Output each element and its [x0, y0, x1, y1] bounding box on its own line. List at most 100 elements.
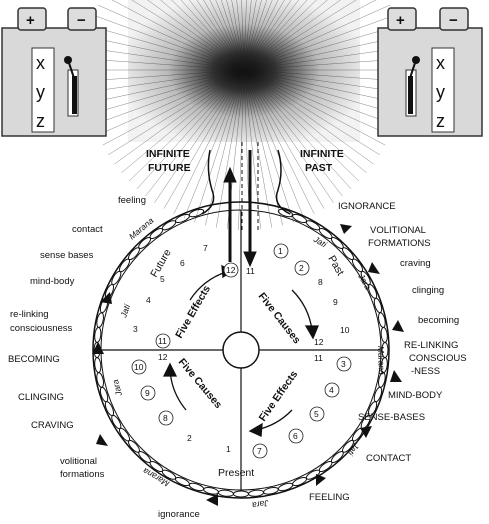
label-ignorance-upper: IGNORANCE — [338, 201, 396, 212]
starburst-ray — [131, 0, 245, 71]
label-ness-upper: -NESS — [411, 366, 440, 377]
starburst-ray — [243, 25, 398, 71]
starburst-ray — [85, 69, 245, 93]
num-12-left: 12 — [158, 352, 168, 362]
chain-link — [380, 326, 388, 343]
starburst-ray — [243, 69, 403, 93]
chain-link — [233, 490, 249, 498]
starburst-ray — [215, 0, 245, 71]
num-11-right: 11 — [314, 353, 323, 363]
starburst-ray — [102, 69, 245, 146]
starburst-ray — [231, 0, 245, 71]
num-10-circled: 10 — [134, 362, 144, 372]
chain-link — [99, 386, 109, 403]
starburst-ray — [243, 0, 300, 71]
starburst-ray — [243, 0, 341, 71]
minus-terminal-label: − — [77, 12, 86, 29]
battery-left: + − x y z — [1, 7, 107, 137]
chain-link — [277, 208, 294, 218]
num-2-circled: 2 — [299, 263, 304, 273]
starburst-ray — [243, 0, 257, 71]
ring-word-jati-left: Jati — [118, 302, 132, 320]
starburst-ray — [84, 69, 245, 82]
outer-arrows — [92, 224, 404, 506]
five-causes-top-label: Five Causes — [256, 290, 303, 346]
label-formations-upper: FORMATIONS — [368, 238, 431, 249]
num-10: 10 — [340, 325, 350, 335]
starburst-ray — [243, 58, 404, 71]
starburst-ray — [188, 0, 245, 71]
starburst-ray — [84, 58, 245, 71]
label-becoming-upper: BECOMING — [8, 354, 60, 365]
starburst-ray — [243, 0, 328, 71]
label-feeling: feeling — [118, 195, 146, 206]
starburst-ray — [243, 69, 386, 146]
label-clinging: clinging — [412, 285, 444, 296]
starburst-ray — [97, 4, 245, 71]
ring-word-marana-right: Marana — [376, 346, 387, 375]
infinite-future-label-line2: FUTURE — [148, 162, 191, 174]
starburst-ray — [243, 15, 395, 71]
num-1-circled: 1 — [278, 246, 283, 256]
label-volitional-upper: VOLITIONAL — [370, 225, 426, 236]
chain-link — [188, 208, 205, 218]
ring-word-jara-bottom: Jara — [251, 498, 270, 511]
starburst-ray — [154, 69, 245, 203]
starburst-ray — [194, 69, 245, 223]
starburst-ray — [87, 36, 245, 71]
label-craving-upper: CRAVING — [31, 420, 74, 431]
starburst-ray — [97, 69, 245, 136]
starburst-ray — [145, 69, 245, 197]
starburst-ray — [243, 69, 395, 125]
starburst-ray — [243, 47, 403, 71]
wheel-hub — [222, 331, 260, 369]
starburst-ray — [243, 69, 360, 182]
starburst-ray — [243, 0, 252, 71]
starburst-ray — [136, 69, 245, 190]
starburst-ray — [243, 0, 247, 71]
left-labels: feeling contact sense bases mind-body re… — [8, 195, 200, 520]
starburst-ray — [128, 69, 245, 182]
starburst-ray — [243, 69, 305, 219]
num-5: 5 — [160, 274, 165, 284]
starburst-ray — [243, 0, 377, 71]
starburst-ray — [243, 69, 352, 190]
starburst-ray — [243, 69, 404, 82]
starburst-ray — [85, 47, 245, 71]
starburst-ray — [243, 4, 391, 71]
battery-right: + − x y z — [377, 7, 483, 137]
num-6-circled: 6 — [293, 431, 298, 441]
starburst-ray — [205, 69, 245, 226]
num-7-circled: 7 — [257, 446, 262, 456]
label-consciousness: consciousness — [10, 323, 73, 334]
starburst-ray — [243, 0, 357, 71]
num-1: 1 — [226, 444, 231, 454]
starburst-ray — [243, 69, 315, 214]
starburst-ray — [243, 69, 294, 223]
num-4: 4 — [146, 295, 151, 305]
starburst-ray — [114, 69, 245, 165]
chain-link — [277, 482, 294, 492]
chain-link — [373, 386, 383, 403]
num-11-left: 11 — [158, 336, 167, 346]
chain-link — [188, 482, 205, 492]
num-12-top: 12 — [226, 265, 236, 275]
starburst-ray — [243, 0, 292, 71]
starburst-ray — [243, 69, 391, 136]
past-label: Past — [325, 254, 346, 278]
wheel-numbers: 7 6 5 4 3 12 11 1 2 8 9 10 11 12 10 9 8 … — [131, 243, 352, 459]
num-5-circled: 5 — [314, 409, 319, 419]
starburst-ray — [209, 0, 245, 71]
right-labels: IGNORANCE VOLITIONAL FORMATIONS craving … — [309, 201, 467, 503]
starburst-ray — [160, 0, 245, 71]
letter-x: x — [436, 53, 445, 73]
starburst-ray — [111, 0, 245, 71]
infinite-past-label-line1: INFINITE — [300, 148, 344, 160]
num-7: 7 — [203, 243, 208, 253]
starburst-ray — [173, 69, 245, 214]
starburst-ray — [171, 0, 245, 71]
letter-z: z — [36, 111, 45, 131]
starburst-ray — [243, 36, 401, 71]
num-8: 8 — [318, 277, 323, 287]
